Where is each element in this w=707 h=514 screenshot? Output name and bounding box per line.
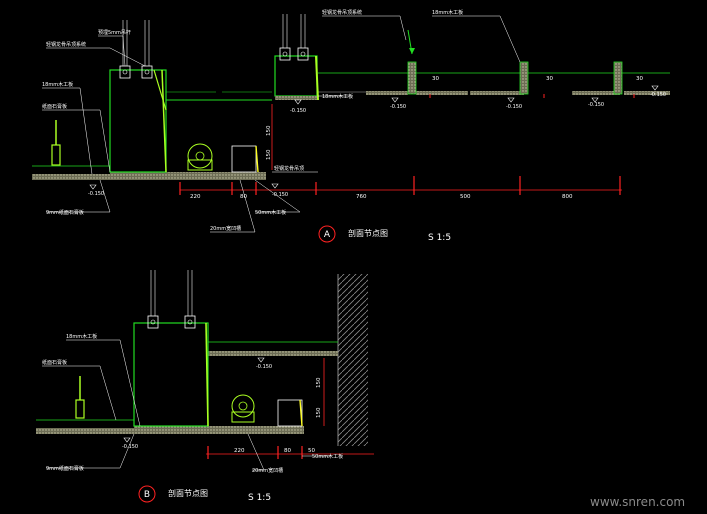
dimension: 150 xyxy=(316,407,322,418)
section-b: 18mm木工板 纸面石膏板 9mm纸面石膏板 20mm宽凹槽 50mm木工板 -… xyxy=(36,270,374,503)
section-scale-b: S 1:5 xyxy=(248,493,271,503)
dimension: 150 xyxy=(266,125,272,136)
structural-wall xyxy=(338,274,368,446)
label-top-b: 轻钢龙骨吊顶系统 xyxy=(46,41,86,48)
upper-soffit-box xyxy=(274,55,318,97)
section-marker-a xyxy=(318,225,336,243)
dimension: 30 xyxy=(432,76,439,82)
label-left-b: 纸面石膏板 xyxy=(42,103,67,110)
elevation: -0.150 xyxy=(390,104,406,110)
dimension: 80 xyxy=(240,194,247,200)
label-bottom-b: 20mm宽凹槽 xyxy=(210,225,241,232)
downlight-a xyxy=(187,143,213,169)
elevation: -0.150 xyxy=(272,192,288,198)
label-left-a: 18mm木工板 xyxy=(42,81,73,88)
section-title-b: 剖面节点图 xyxy=(168,488,208,498)
label-bottom-a: 9mm纸面石膏板 xyxy=(46,465,84,472)
section-title-a: 剖面节点图 xyxy=(348,228,388,238)
elevation: -0.150 xyxy=(650,92,666,98)
ceiling-slab-b xyxy=(208,351,338,356)
label-top-d: 18mm木工板 xyxy=(432,9,463,16)
dimension: 220 xyxy=(234,448,245,454)
label-top-c: 轻钢龙骨吊顶系统 xyxy=(322,9,362,16)
elevation: -0.150 xyxy=(256,364,272,370)
dimension: 30 xyxy=(546,76,553,82)
downlight-b xyxy=(231,394,255,418)
dimension: 150 xyxy=(266,149,272,160)
box-fixture-b xyxy=(277,399,303,427)
label-right-b: 18mm木工板 xyxy=(322,93,353,100)
ceiling-slab xyxy=(366,91,408,95)
soffit-box-a xyxy=(109,69,167,173)
label-bottom-a: 9mm纸面石膏板 xyxy=(46,209,84,216)
dimension: 500 xyxy=(460,194,471,200)
elevation: -0.150 xyxy=(88,191,104,197)
dimension: 220 xyxy=(190,194,201,200)
label-bottom-c: 50mm木工板 xyxy=(312,453,343,460)
dimension: 80 xyxy=(284,448,291,454)
dimension: 800 xyxy=(562,194,573,200)
elevation: -0.150 xyxy=(588,102,604,108)
dimension: 30 xyxy=(636,76,643,82)
label-left-a: 18mm木工板 xyxy=(66,333,97,340)
dimension: 150 xyxy=(316,377,322,388)
box-fixture-a xyxy=(231,145,257,173)
watermark: www.snren.com xyxy=(590,495,685,509)
section-marker-b xyxy=(138,485,156,503)
elevation: -0.150 xyxy=(122,444,138,450)
svg-text:A: A xyxy=(324,230,331,240)
label-left-b: 纸面石膏板 xyxy=(42,359,67,366)
section-scale-a: S 1:5 xyxy=(428,233,451,243)
dimension: 50 xyxy=(308,448,315,454)
label-top-a: 预埋5mm吊杆 xyxy=(98,29,131,36)
label-bottom-c: 50mm木工板 xyxy=(255,209,286,216)
elevation: -0.150 xyxy=(290,108,306,114)
light-fixture-a xyxy=(51,144,61,166)
svg-text:B: B xyxy=(144,490,150,500)
light-fixture-b xyxy=(75,399,85,419)
label-bottom-b: 20mm宽凹槽 xyxy=(252,467,283,474)
elevation: -0.150 xyxy=(506,104,522,110)
ceiling-joint-2 xyxy=(519,61,529,95)
floor-slab-recessed xyxy=(110,172,266,180)
dimension: 760 xyxy=(356,194,367,200)
hanger-bracket xyxy=(119,65,131,79)
ceiling-joint-1 xyxy=(407,61,417,95)
label-right-a: 轻钢龙骨吊顶 xyxy=(274,165,304,172)
ceiling-joint-3 xyxy=(613,61,623,95)
section-a: 预埋5mm吊杆 轻钢龙骨吊顶系统 轻钢龙骨吊顶系统 18mm木工板 18mm木工… xyxy=(32,9,670,243)
soffit-box-b xyxy=(133,322,209,427)
